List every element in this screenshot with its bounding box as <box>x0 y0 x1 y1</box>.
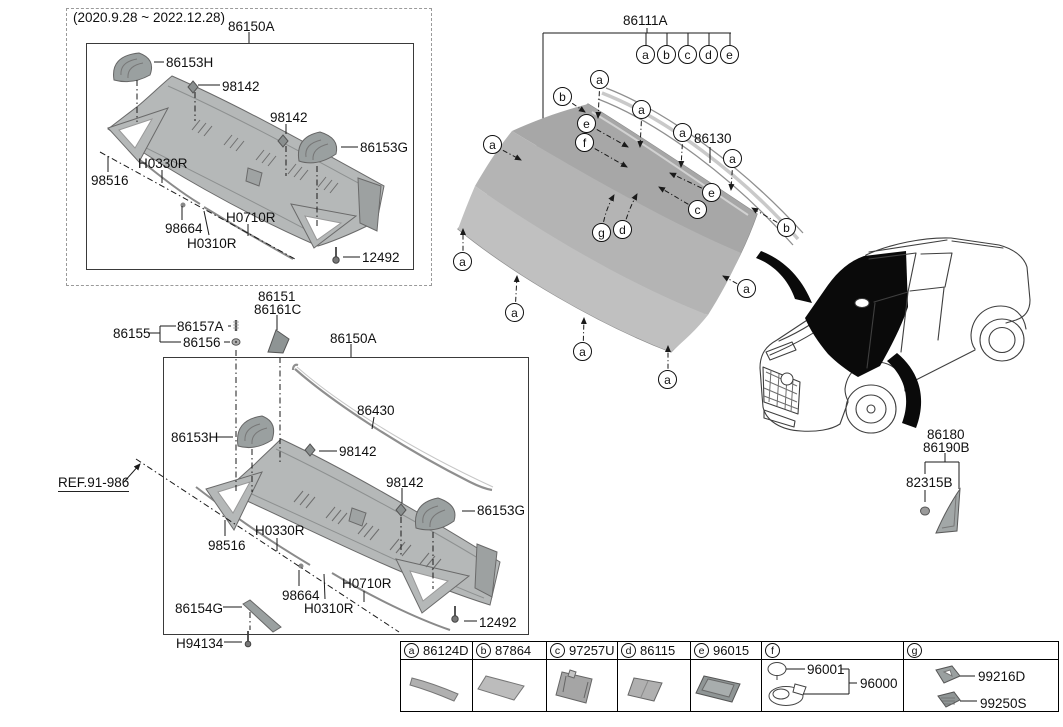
part-label-early-98664: 98664 <box>165 221 203 236</box>
early-version-dashed-box <box>66 8 432 286</box>
part-label-current-h0710r: H0710R <box>342 576 392 591</box>
part-label-86111a: 86111A <box>623 13 668 28</box>
legend-cell-e <box>690 659 762 712</box>
bracket-callout-e: e <box>720 45 739 64</box>
glass-callout-b-1: b <box>553 87 572 106</box>
part-label-86157a: 86157A <box>177 319 224 334</box>
vehicle-art <box>756 237 1031 534</box>
part-label-86190b: 86190B <box>923 440 970 455</box>
part-label-86154g: 86154G <box>175 601 224 616</box>
callout-a-badge: a <box>404 643 419 658</box>
part-label-current-98142-rear: 98142 <box>386 475 424 490</box>
legend-header-a: a 86124D <box>400 641 473 660</box>
legend-part-b: 87864 <box>495 643 532 658</box>
callout-e-badge: e <box>694 643 709 658</box>
legend-cell-b <box>472 659 547 712</box>
part-label-96001: 96001 <box>807 662 845 677</box>
glass-callout-b-2: b <box>777 218 796 237</box>
legend-part-c: 97257U <box>569 643 615 658</box>
early-cowl-panel-art <box>99 32 385 264</box>
part-label-86156: 86156 <box>183 335 221 350</box>
legend-header-e: e 96015 <box>690 641 762 660</box>
bracket-callout-b: b <box>657 45 676 64</box>
windshield-art <box>457 28 804 380</box>
legend-header-b: b 87864 <box>472 641 547 660</box>
part-label-early-86153h: 86153H <box>166 55 214 70</box>
part-label-current-h0310r: H0310R <box>304 601 354 616</box>
glass-callout-a-10: a <box>737 279 756 298</box>
glass-callout-c-1: c <box>688 200 707 219</box>
current-cowl-box <box>163 357 529 635</box>
current-cowl-panel-art <box>123 315 501 648</box>
part-label-early-98142-rear: 98142 <box>270 110 308 125</box>
part-label-early-h0330r: H0330R <box>138 156 188 171</box>
legend-table: a 86124D b 87864 c 97257U d 86115 e 96015 f g <box>400 641 1059 712</box>
part-label-86151: 86151 <box>258 289 296 304</box>
part-label-current-12492: 12492 <box>479 615 517 630</box>
part-label-current-98516: 98516 <box>208 538 246 553</box>
date-range-note: (2020.9.28 ~ 2022.12.28) <box>73 10 226 25</box>
part-label-current-86153g: 86153G <box>477 503 526 518</box>
part-label-82315b: 82315B <box>906 475 953 490</box>
legend-part-d: 86115 <box>640 643 676 658</box>
glass-callout-e-1: e <box>577 114 596 133</box>
glass-callout-f-1: f <box>575 133 594 152</box>
glass-callout-a-4: a <box>723 149 742 168</box>
legend-cell-d <box>617 659 691 712</box>
glass-callout-a-2: a <box>632 100 651 119</box>
part-label-current-98664: 98664 <box>282 588 320 603</box>
bracket-callout-c: c <box>678 45 697 64</box>
part-label-early-98142-front: 98142 <box>222 79 260 94</box>
legend-cell-g <box>903 659 1059 712</box>
callout-f-badge: f <box>765 643 780 658</box>
glass-callout-a-8: a <box>573 342 592 361</box>
legend-header-g: g <box>903 641 1059 660</box>
part-label-86155: 86155 <box>113 326 151 341</box>
glass-callout-a-5: a <box>483 135 502 154</box>
callout-b-badge: b <box>476 643 491 658</box>
part-label-99250s: 99250S <box>980 696 1027 711</box>
part-label-early-98516: 98516 <box>91 173 129 188</box>
legend-cell-c <box>546 659 618 712</box>
glass-callout-a-7: a <box>505 303 524 322</box>
legend-cell-a <box>400 659 473 712</box>
part-label-early-86150a: 86150A <box>228 19 275 34</box>
legend-header-d: d 86115 <box>617 641 691 660</box>
callout-c-badge: c <box>550 643 565 658</box>
part-label-86161c: 86161C <box>254 302 302 317</box>
glass-callout-a-9: a <box>658 370 677 389</box>
callout-d-badge: d <box>621 643 636 658</box>
glass-callout-e-2: e <box>702 183 721 202</box>
part-label-86430: 86430 <box>357 403 395 418</box>
part-label-current-h0330r: H0330R <box>255 523 305 538</box>
glass-callout-a-1: a <box>590 70 609 89</box>
part-label-early-12492: 12492 <box>362 250 400 265</box>
part-label-86180: 86180 <box>927 427 965 442</box>
part-label-86130: 86130 <box>694 131 732 146</box>
early-cowl-box <box>86 43 414 270</box>
bracket-callout-a: a <box>636 45 655 64</box>
part-label-early-h0710r: H0710R <box>226 210 276 225</box>
legend-part-a: 86124D <box>423 643 469 658</box>
glass-callout-a-6: a <box>453 252 472 271</box>
glass-callout-a-3: a <box>673 123 692 142</box>
glass-callout-g-1: g <box>592 223 611 242</box>
bracket-callout-d: d <box>699 45 718 64</box>
legend-header-c: c 97257U <box>546 641 618 660</box>
part-label-early-86153g: 86153G <box>360 140 409 155</box>
part-label-h94134: H94134 <box>176 636 224 651</box>
part-label-current-86150a: 86150A <box>330 331 377 346</box>
callout-g-badge: g <box>907 643 922 658</box>
part-label-current-98142-front: 98142 <box>339 444 377 459</box>
part-label-early-h0310r: H0310R <box>187 236 237 251</box>
part-label-current-86153h: 86153H <box>171 430 219 445</box>
legend-part-e: 96015 <box>713 643 750 658</box>
glass-callout-d-1: d <box>613 220 632 239</box>
legend-cell-f <box>761 659 904 712</box>
legend-header-f: f <box>761 641 904 660</box>
part-label-99216d: 99216D <box>978 669 1026 684</box>
reference-link-91-986: REF.91-986 <box>58 475 130 493</box>
part-label-96000: 96000 <box>860 676 898 691</box>
